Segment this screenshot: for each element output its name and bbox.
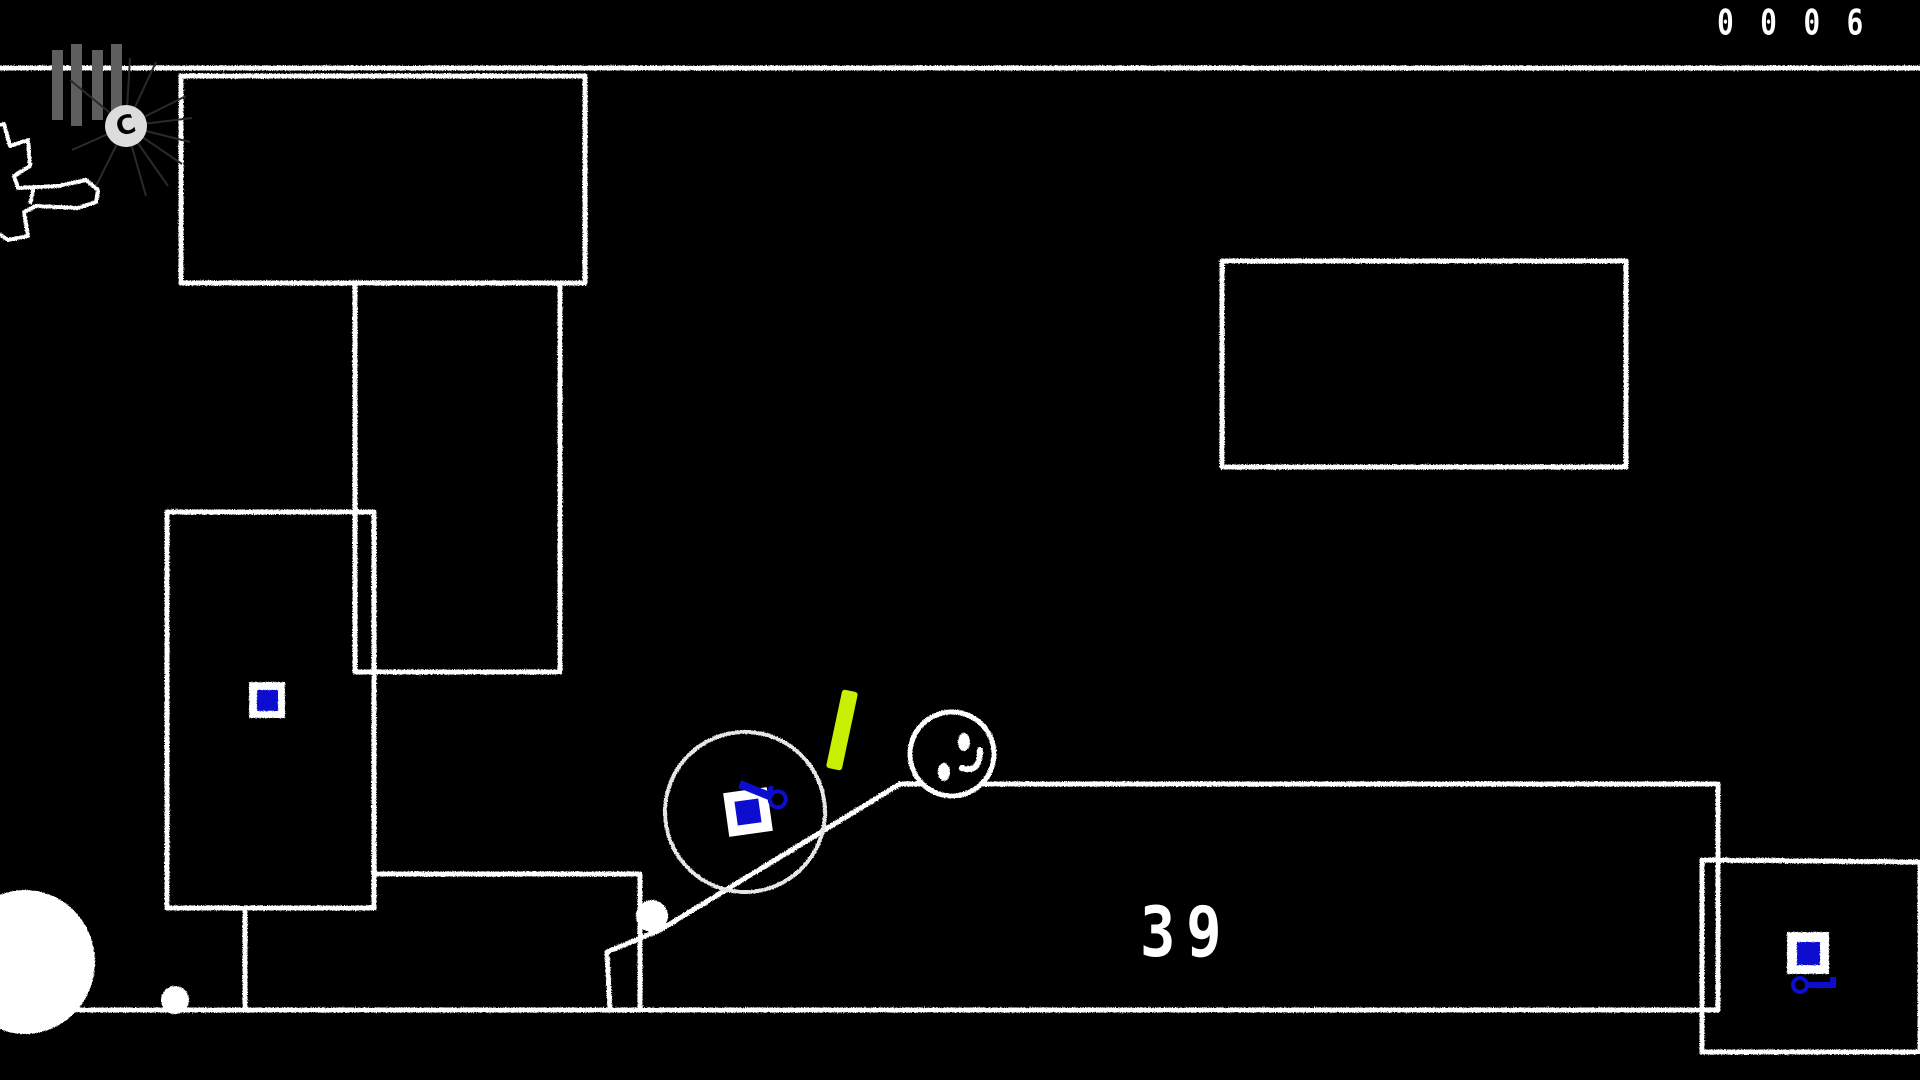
blue-square-collectible: [723, 787, 773, 837]
score-display: 0 0 0 6: [1716, 2, 1868, 44]
white-blob-tiny-ramp: [636, 900, 668, 932]
blue-square-collectible: [249, 682, 285, 718]
green-pill-powerup: [826, 689, 858, 771]
hand-creature-thumb: [28, 185, 36, 205]
platform-main-ground: [897, 781, 1721, 1013]
platform-right-block: [1699, 857, 1920, 1055]
enemy-smile: [959, 747, 983, 773]
enemy-eye-left: [938, 763, 950, 781]
level-number: 39: [1140, 891, 1233, 974]
coin-c-icon[interactable]: C: [105, 105, 147, 147]
platform-lower-left-shelf: [371, 871, 643, 1013]
coin-disc: [105, 105, 147, 147]
enemy-eye-right: [958, 733, 970, 751]
platform-top-right-block: [1219, 258, 1629, 470]
platform-vertical-connector: [352, 280, 563, 675]
hand-creature: [0, 122, 100, 242]
smiley-ball-enemy: [907, 709, 997, 799]
key-icon: [1791, 976, 1836, 994]
player-bubble: [663, 730, 827, 894]
white-blob-large: [0, 890, 95, 1034]
key-icon: [738, 780, 788, 810]
platform-top-left-block: [178, 73, 588, 286]
coin-letter: C: [112, 108, 140, 144]
white-blob-small: [161, 986, 189, 1014]
platform-left-tall-block: [164, 509, 377, 911]
platform-center-ramp: [604, 781, 903, 1013]
blue-square-collectible: [1787, 932, 1829, 974]
